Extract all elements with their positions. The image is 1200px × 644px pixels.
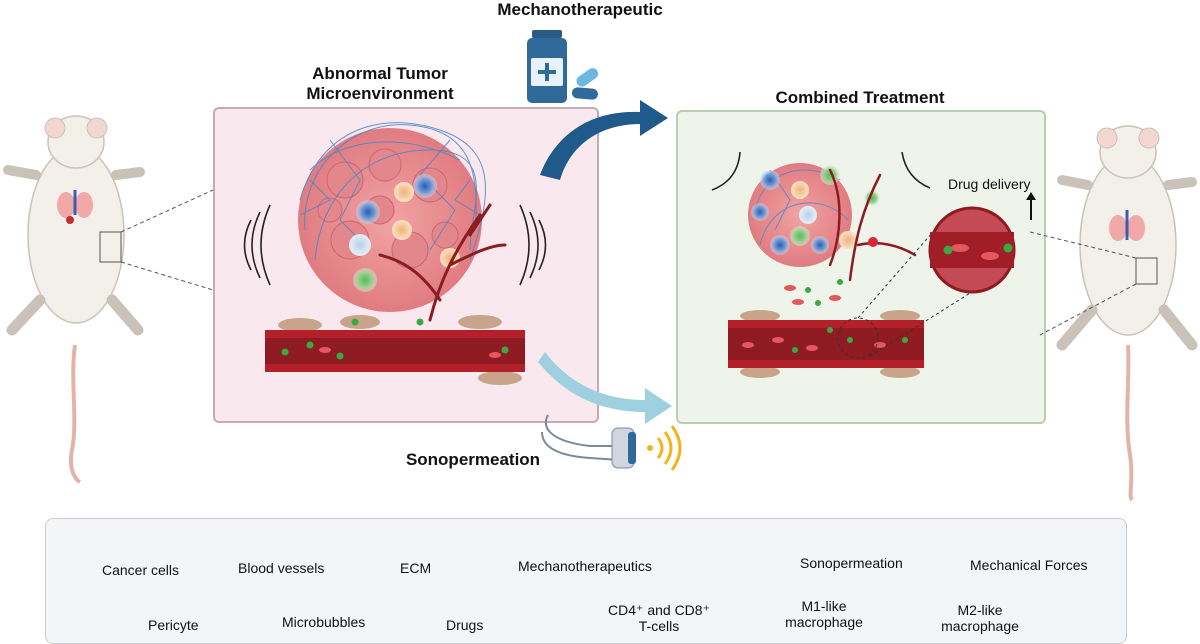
zoom-lens	[857, 206, 1016, 357]
mechanical-forces-right	[711, 151, 931, 191]
legend-m1-macrophage: M1-like macrophage	[776, 598, 872, 630]
mechanotherapeutic-arrow	[540, 100, 668, 180]
abnormal-tumor-title: Abnormal Tumor Microenvironment	[290, 64, 470, 104]
legend-tcells-line1: CD4⁺ and CD8⁺	[608, 602, 710, 618]
legend-pericyte: Pericyte	[148, 617, 199, 633]
legend-m2-line1: M2-like	[957, 602, 1003, 618]
medicine-bottle-icon	[527, 30, 567, 103]
ultrasound-probe-icon	[541, 414, 636, 469]
pills-icon	[571, 68, 599, 100]
tumor-left	[298, 122, 486, 312]
legend-tcells: CD4⁺ and CD8⁺ T-cells	[604, 602, 714, 634]
drug-delivery-label: Drug delivery	[948, 176, 1031, 192]
legend-mechanotherapeutics: Mechanotherapeutics	[518, 558, 652, 574]
legend-m1-line1: M1-like	[801, 598, 847, 614]
vessel-right	[728, 310, 924, 378]
vessel-left	[265, 315, 525, 385]
mechanical-forces-left	[243, 204, 547, 286]
abnormal-title-line1: Abnormal Tumor	[312, 64, 448, 83]
mechanotherapeutic-title: Mechanotherapeutic	[497, 0, 663, 19]
drug-delivery-arrow	[1026, 192, 1036, 220]
sonopermeation-title: Sonopermeation	[405, 450, 541, 469]
mouse-right	[1056, 125, 1198, 502]
combined-treatment-title: Combined Treatment	[775, 88, 945, 107]
connector-lines	[120, 189, 1137, 336]
sonopermeation-arrow	[538, 352, 672, 424]
legend-sonopermeation: Sonopermeation	[800, 555, 903, 571]
mouse-left	[3, 115, 145, 484]
legend-m2-line2: macrophage	[941, 618, 1019, 634]
blood-vessels-right	[828, 168, 917, 282]
legend-ecm: ECM	[400, 560, 432, 576]
legend-microbubbles: Microbubbles	[282, 614, 366, 630]
legend-m1-line2: macrophage	[785, 614, 863, 630]
legend-m2-macrophage: M2-like macrophage	[932, 602, 1028, 634]
legend-blood-vessels: Blood vessels	[238, 560, 325, 576]
sound-waves-icon	[647, 425, 682, 471]
legend-tcells-line2: T-cells	[638, 618, 680, 634]
tumor-right	[748, 163, 880, 267]
abnormal-title-line2: Microenvironment	[306, 84, 454, 103]
blood-vessels-left	[378, 203, 507, 322]
legend-drugs: Drugs	[446, 617, 484, 633]
extravasated-drugs	[784, 279, 843, 306]
legend-mechanical-forces: Mechanical Forces	[970, 557, 1088, 573]
legend-cancer-cells: Cancer cells	[102, 562, 180, 578]
